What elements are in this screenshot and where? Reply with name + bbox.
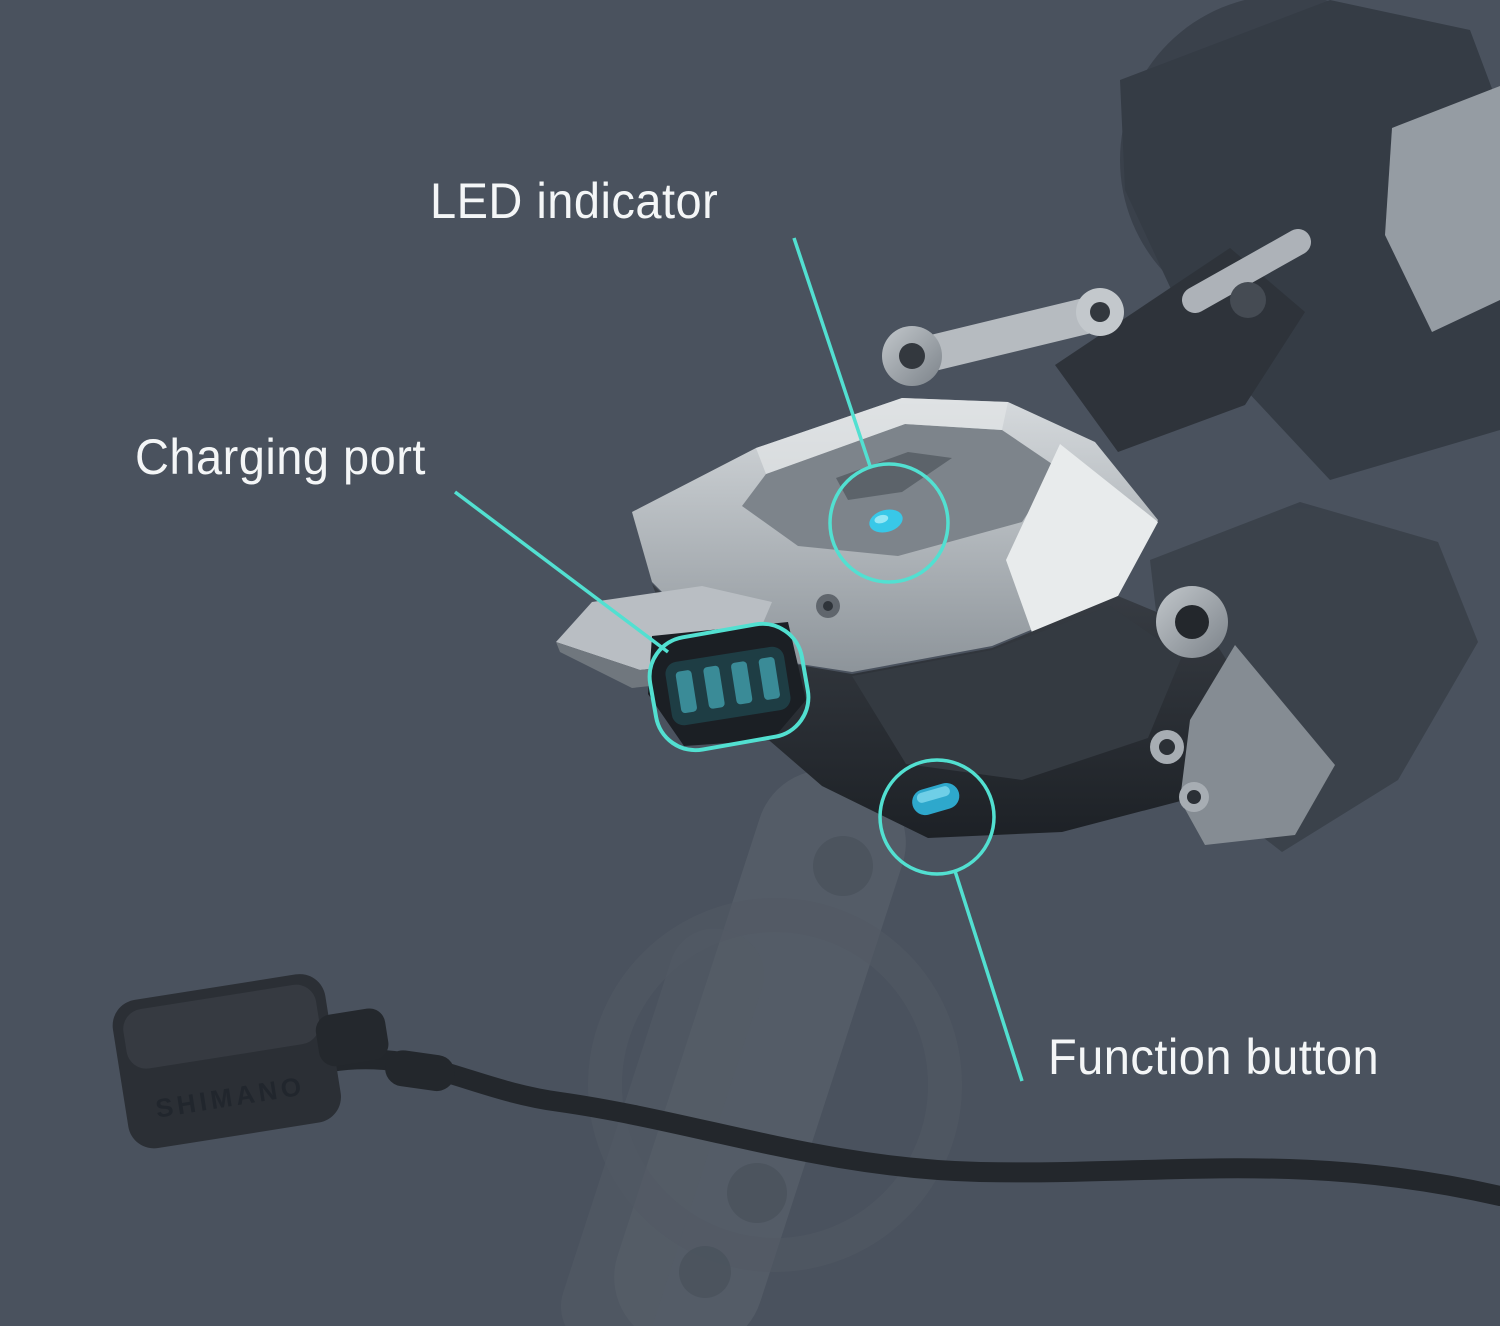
charging-callout-line xyxy=(453,490,670,654)
function-callout-circle xyxy=(878,758,996,876)
pulley-plate xyxy=(560,769,962,1326)
label-charging-port: Charging port xyxy=(135,429,426,485)
derailleur-body xyxy=(556,288,1335,845)
cable-connector: SHIMANO xyxy=(112,974,389,1149)
rotor-ring xyxy=(588,898,962,1272)
charging-callout-outline xyxy=(647,621,811,753)
callout-graphics xyxy=(453,237,1024,1082)
cable-ferrule xyxy=(385,1050,455,1092)
led-callout-line xyxy=(792,237,872,467)
label-function-button: Function button xyxy=(1048,1029,1380,1085)
label-led-indicator: LED indicator xyxy=(430,173,719,229)
function-button-dot xyxy=(912,783,960,816)
led-indicator-dot xyxy=(869,509,903,533)
charging-port xyxy=(648,622,806,746)
function-callout-line xyxy=(953,870,1024,1082)
charging-cable xyxy=(320,1049,1500,1206)
led-callout-circle xyxy=(828,462,950,584)
